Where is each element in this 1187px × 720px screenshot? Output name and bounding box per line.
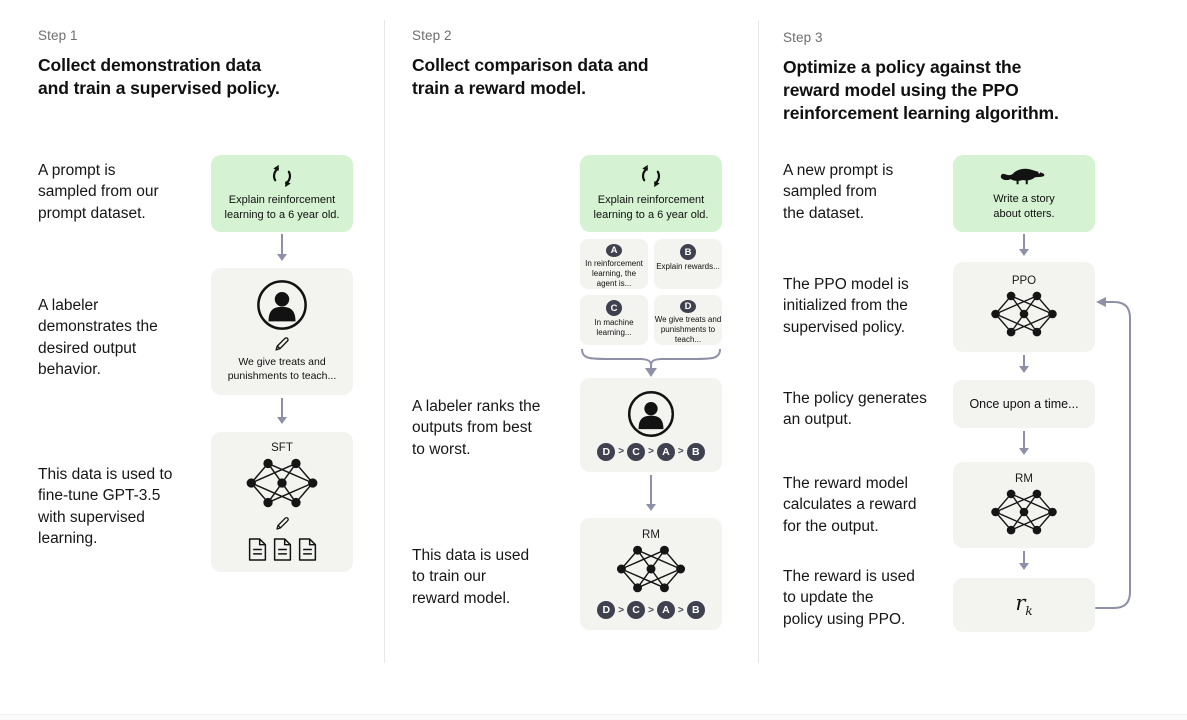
feedback-loop-arrow: [1092, 294, 1140, 616]
pencil-icon: [274, 515, 291, 532]
step2-label: Step 2: [412, 28, 452, 43]
rank-badge: B: [686, 601, 705, 619]
output-badge-b: B: [680, 244, 696, 260]
brace-arrow: [580, 348, 722, 378]
neural-network-icon: [986, 289, 1062, 339]
ranking-row: D > C > A > B: [597, 442, 705, 461]
step1-side-text-2: A labeler demonstrates the desired outpu…: [38, 297, 158, 379]
documents-row: [247, 537, 318, 562]
rank-separator: >: [648, 446, 654, 457]
step2-prompt-text: Explain reinforcement learning to a 6 ye…: [593, 194, 709, 221]
step3-side-text-3: The policy generates an output.: [783, 390, 927, 429]
step3-prompt-text: Write a story about otters.: [993, 193, 1055, 220]
down-arrow: [277, 398, 287, 424]
rank-badge: B: [686, 442, 705, 461]
neural-network-icon: [242, 456, 322, 510]
step2-rm-box: RM D > C > A > B: [580, 518, 722, 630]
step3-output-box: Once upon a time...: [953, 380, 1095, 428]
step3-side-text-4: The reward model calculates a reward for…: [783, 475, 917, 535]
step1-prompt-text: Explain reinforcement learning to a 6 ye…: [224, 194, 340, 221]
labeler-icon: [627, 390, 675, 438]
rank-badge: A: [656, 601, 675, 619]
rm-label: RM: [1015, 473, 1033, 485]
reward-value: rk: [1015, 591, 1033, 619]
rank-badge: D: [597, 442, 616, 461]
sft-label: SFT: [271, 442, 293, 454]
output-text-c: In machine learning...: [594, 318, 634, 337]
step1-side-text-1: A prompt is sampled from our prompt data…: [38, 162, 159, 222]
bottom-band: [0, 714, 1187, 720]
labeler-icon: [256, 279, 308, 331]
step2-prompt-box: Explain reinforcement learning to a 6 ye…: [580, 155, 722, 232]
output-badge-d: D: [680, 300, 696, 313]
column-divider: [758, 20, 759, 663]
neural-network-icon: [612, 543, 690, 595]
document-icon: [297, 537, 318, 562]
output-badge-c: C: [606, 300, 622, 316]
rank-badge: C: [627, 601, 646, 619]
step3-label: Step 3: [783, 30, 823, 45]
down-arrow: [646, 475, 656, 511]
output-box-c: C In machine learning...: [580, 295, 648, 345]
step3-title: Optimize a policy against the reward mod…: [783, 57, 1059, 124]
output-box-b: B Explain rewards...: [654, 239, 722, 289]
step1-labeler-box: We give treats and punishments to teach.…: [211, 268, 353, 395]
column-divider: [384, 20, 385, 663]
rank-badge: A: [656, 442, 675, 461]
output-box-d: D We give treats and punishments to teac…: [654, 295, 722, 345]
ranking-row: D > C > A > B: [597, 601, 705, 619]
rm-label: RM: [642, 529, 660, 541]
output-badge-a: A: [606, 244, 622, 257]
step3-reward-box: rk: [953, 578, 1095, 632]
step1-labeler-note: We give treats and punishments to teach.…: [227, 356, 337, 382]
step2-side-text-2: This data is used to train our reward mo…: [412, 547, 530, 607]
down-arrow: [1019, 355, 1029, 373]
otter-icon: [1000, 165, 1048, 187]
rank-separator: >: [618, 446, 625, 457]
cycle-icon: [639, 164, 663, 188]
rank-separator: >: [618, 604, 625, 616]
step3-prompt-box: Write a story about otters.: [953, 155, 1095, 232]
step1-sft-box: SFT: [211, 432, 353, 572]
step3-rm-box: RM: [953, 462, 1095, 548]
document-icon: [272, 537, 293, 562]
rank-separator: >: [677, 446, 684, 457]
step1-side-text-3: This data is used to fine-tune GPT-3.5 w…: [38, 466, 173, 548]
step3-output-text: Once upon a time...: [969, 397, 1079, 411]
output-text-d: We give treats and punishments to teach.…: [654, 315, 722, 344]
neural-network-icon: [986, 487, 1062, 537]
step1-prompt-box: Explain reinforcement learning to a 6 ye…: [211, 155, 353, 232]
step3-side-text-1: A new prompt is sampled from the dataset…: [783, 162, 894, 222]
rank-separator: >: [677, 604, 684, 616]
step2-labeler-box: D > C > A > B: [580, 378, 722, 472]
pencil-icon: [273, 335, 291, 353]
output-text-b: Explain rewards...: [656, 262, 720, 271]
down-arrow: [277, 234, 287, 261]
rank-badge: D: [597, 601, 616, 619]
down-arrow: [1019, 234, 1029, 256]
step2-side-text-1: A labeler ranks the outputs from best to…: [412, 398, 541, 458]
output-box-a: A In reinforcement learning, the agent i…: [580, 239, 648, 289]
step3-side-text-5: The reward is used to update the policy …: [783, 568, 915, 628]
down-arrow: [1019, 551, 1029, 570]
ppo-label: PPO: [1011, 275, 1037, 287]
document-icon: [247, 537, 268, 562]
cycle-icon: [270, 164, 294, 188]
step1-title: Collect demonstration data and train a s…: [38, 55, 280, 99]
down-arrow: [1019, 431, 1029, 455]
output-text-a: In reinforcement learning, the agent is.…: [585, 259, 643, 288]
step3-ppo-box: PPO: [953, 262, 1095, 352]
rank-separator: >: [648, 604, 654, 616]
step3-side-text-2: The PPO model is initialized from the su…: [783, 276, 909, 336]
step2-title: Collect comparison data and train a rewa…: [412, 55, 649, 99]
step1-label: Step 1: [38, 28, 78, 43]
rank-badge: C: [627, 442, 646, 461]
